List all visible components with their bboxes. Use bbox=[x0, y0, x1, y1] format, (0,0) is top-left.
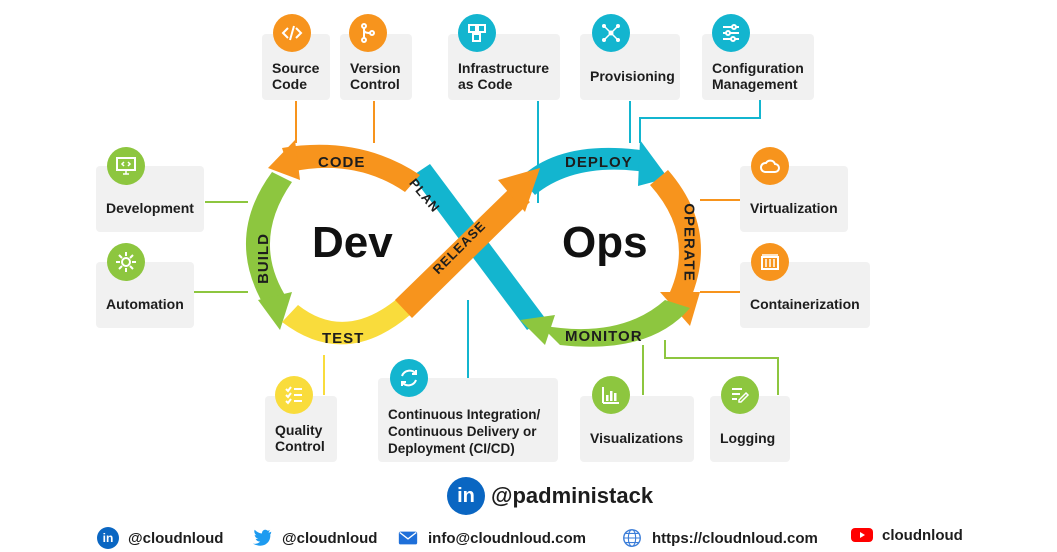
card-virtualization-label: Virtualization bbox=[750, 200, 838, 216]
branch-icon bbox=[349, 14, 387, 52]
mail-icon bbox=[396, 526, 420, 550]
footer-youtube-text: cloudnloud bbox=[882, 526, 963, 544]
stage-test: TEST bbox=[322, 330, 365, 347]
band-monitor bbox=[540, 300, 690, 347]
edit-list-icon bbox=[721, 376, 759, 414]
footer-youtube[interactable]: cloudnloud bbox=[850, 522, 963, 548]
monitor-code-icon bbox=[107, 147, 145, 185]
stage-build: BUILD bbox=[254, 233, 272, 284]
arrow-code bbox=[268, 140, 300, 180]
footer-email-text: info@cloudnloud.com bbox=[428, 529, 586, 547]
refresh-icon bbox=[390, 359, 428, 397]
card-provisioning: Provisioning bbox=[580, 34, 680, 100]
footer-website-text: https://cloudnloud.com bbox=[652, 529, 818, 547]
arrow-monitor bbox=[520, 315, 555, 345]
card-source-code-label: Source Code bbox=[272, 60, 320, 92]
linkedin-handle: in @padministack bbox=[447, 477, 653, 515]
card-configuration-label: Configuration Management bbox=[712, 60, 804, 92]
card-virtualization: Virtualization bbox=[740, 166, 848, 232]
sliders-icon bbox=[712, 14, 750, 52]
stage-operate: OPERATE bbox=[680, 203, 698, 282]
cloud-icon bbox=[751, 147, 789, 185]
band-operate bbox=[650, 170, 701, 300]
card-development-label: Development bbox=[106, 200, 194, 216]
arrow-build bbox=[258, 292, 292, 330]
stage-deploy: DEPLOY bbox=[565, 154, 633, 171]
band-release bbox=[395, 188, 530, 318]
card-quality-control-label: Quality Control bbox=[275, 422, 325, 454]
stage-monitor: MONITOR bbox=[565, 328, 643, 345]
linkedin-icon: in bbox=[96, 526, 120, 550]
card-version-control-label: Version Control bbox=[350, 60, 401, 92]
youtube-icon bbox=[850, 523, 874, 547]
checklist-icon bbox=[275, 376, 313, 414]
stage-code: CODE bbox=[318, 154, 366, 171]
arrow-deploy bbox=[638, 140, 668, 186]
linkedin-icon: in bbox=[447, 477, 485, 515]
footer-linkedin-text: @cloudnloud bbox=[128, 529, 224, 547]
handle-text: @padministack bbox=[491, 483, 654, 508]
card-visualizations-label: Visualizations bbox=[590, 430, 684, 446]
network-icon bbox=[592, 14, 630, 52]
container-icon bbox=[751, 243, 789, 281]
blocks-icon bbox=[458, 14, 496, 52]
code-brackets-icon bbox=[273, 14, 311, 52]
arrow-release bbox=[498, 168, 540, 212]
footer-email[interactable]: info@cloudnloud.com bbox=[396, 525, 586, 551]
band-test bbox=[282, 298, 410, 345]
card-logging-label: Logging bbox=[720, 430, 776, 446]
gear-icon bbox=[107, 243, 145, 281]
dev-title: Dev bbox=[312, 218, 393, 267]
card-infrastructure-label: Infrastructure as Code bbox=[458, 60, 550, 92]
card-provisioning-label: Provisioning bbox=[590, 68, 675, 84]
ops-title: Ops bbox=[562, 218, 648, 267]
bar-chart-icon bbox=[592, 376, 630, 414]
band-code bbox=[282, 144, 420, 192]
twitter-icon bbox=[250, 526, 274, 550]
globe-icon bbox=[620, 526, 644, 550]
card-containerization-label: Containerization bbox=[750, 296, 860, 312]
footer-website[interactable]: https://cloudnloud.com bbox=[620, 525, 818, 551]
footer-twitter-text: @cloudnloud bbox=[282, 529, 378, 547]
band-deploy bbox=[520, 147, 645, 195]
card-automation-label: Automation bbox=[106, 296, 184, 312]
footer-linkedin[interactable]: in @cloudnloud bbox=[96, 525, 223, 551]
band-build bbox=[245, 172, 292, 312]
card-source-code: Source Code bbox=[262, 34, 330, 100]
footer-twitter[interactable]: @cloudnloud bbox=[250, 525, 377, 551]
card-cicd-label: Continuous Integration/ Continuous Deliv… bbox=[388, 407, 541, 456]
